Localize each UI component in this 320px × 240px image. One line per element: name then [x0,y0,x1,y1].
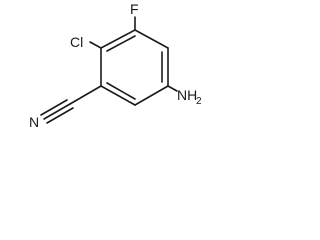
nitrile-triple-bond-1 [43,103,71,120]
nitrile-triple-bond-2 [40,99,68,116]
bond-to-amino [167,85,178,92]
ring-bond-c2-c3 [134,29,169,49]
ring-bond-c1-c2 [100,29,136,49]
ring-double-bond-inner-3 [106,82,136,100]
ring-bond-c5-c6 [100,85,136,106]
nitrile-nitrogen-label: N [29,114,39,130]
bond-to-nitrile-carbon [69,85,102,105]
ring-double-bond-inner-1 [106,35,136,52]
fluorine-label: F [130,1,139,17]
molecule-structure: F Cl N NH 2 [29,1,202,130]
amino-subscript-label: 2 [196,96,202,107]
chlorine-label: Cl [70,34,83,50]
amino-group-label: NH [177,87,197,103]
nitrile-triple-bond-3 [46,107,74,124]
bond-to-chlorine [89,41,102,49]
ring-bond-c4-c5 [134,85,169,106]
